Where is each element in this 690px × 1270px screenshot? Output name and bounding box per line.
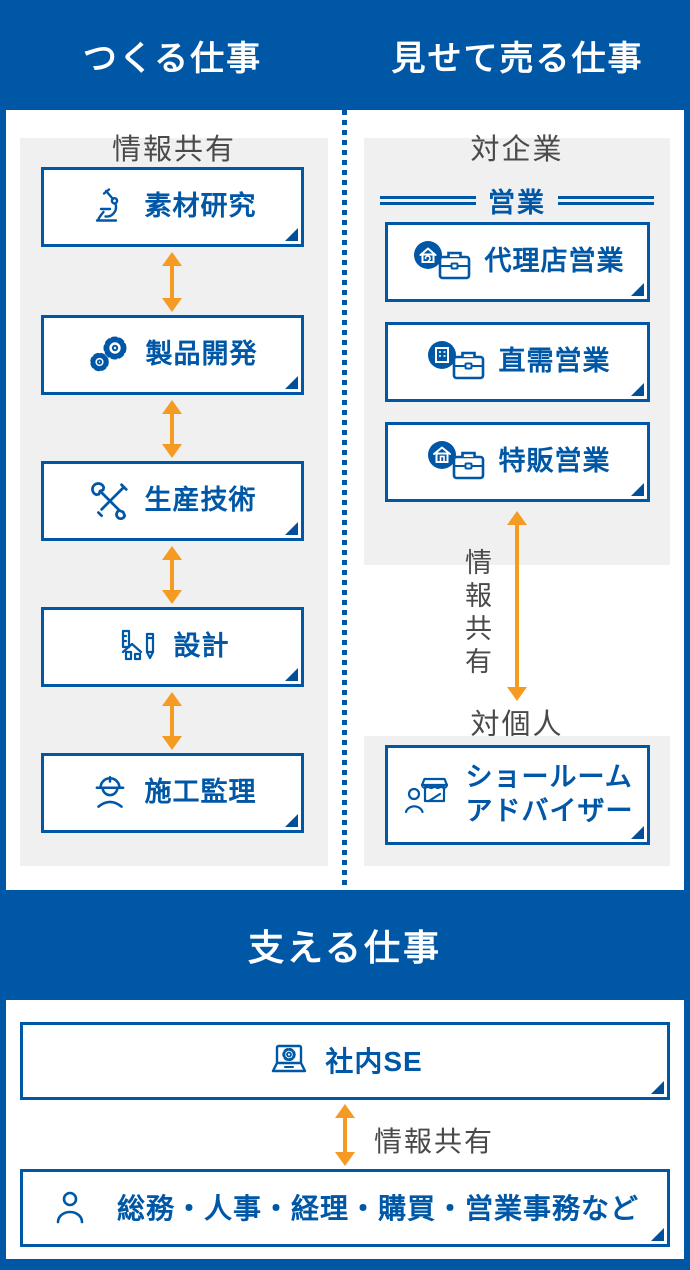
sales-heading-text: 営業 — [488, 188, 546, 218]
job-label: 生産技術 — [144, 485, 257, 516]
double-arrow-icon — [161, 692, 183, 750]
job-box-production-engineering[interactable]: 生産技術 — [41, 461, 304, 541]
corner-triangle-icon — [285, 814, 298, 827]
job-box-agency-sales[interactable]: 代理店営業 — [385, 222, 650, 302]
job-box-special-sales[interactable]: 特販営業 — [385, 422, 650, 502]
job-box-internal-se[interactable]: 社内SE — [20, 1022, 670, 1100]
corner-triangle-icon — [631, 483, 644, 496]
job-label: 社内SE — [325, 1045, 423, 1077]
job-label: ショールーム アドバイザー — [466, 761, 634, 829]
corner-triangle-icon — [285, 376, 298, 389]
show-sell-jobs-title: 見せて売る仕事 — [391, 39, 644, 78]
job-label-line1: ショールーム — [465, 762, 633, 793]
double-arrow-icon — [161, 546, 183, 604]
job-box-material-research[interactable]: 素材研究 — [41, 167, 304, 247]
double-arrow-icon — [506, 511, 528, 701]
job-box-design[interactable]: 設計 — [41, 607, 304, 687]
double-arrow-icon — [161, 400, 183, 458]
job-box-product-development[interactable]: 製品開発 — [41, 315, 304, 395]
sales-heading: 営業 — [376, 181, 658, 220]
building-briefcase-icon — [425, 339, 489, 385]
double-rule-right — [558, 196, 654, 205]
double-arrow-icon — [161, 252, 183, 312]
top-header: つくる仕事 見せて売る仕事 — [0, 0, 690, 110]
double-rule-left — [380, 196, 476, 205]
microscope-icon — [89, 187, 131, 227]
individual-label: 対個人 — [470, 709, 564, 741]
double-arrow-icon — [334, 1104, 356, 1166]
job-label: 直需営業 — [498, 346, 611, 377]
frame-left — [0, 110, 6, 1270]
gears-icon — [88, 334, 132, 376]
corner-triangle-icon — [651, 1228, 664, 1241]
frame-bottom — [0, 1259, 690, 1270]
showroom-person-icon — [402, 772, 454, 818]
corner-triangle-icon — [631, 383, 644, 396]
support-title: 支える仕事 — [248, 927, 442, 968]
support-band: 支える仕事 — [0, 890, 690, 1000]
job-label: 素材研究 — [144, 191, 257, 222]
agency-briefcase-icon — [411, 239, 475, 285]
dotted-divider — [342, 110, 347, 890]
job-label-line2: アドバイザー — [465, 796, 634, 826]
make-jobs-title: つくる仕事 — [82, 39, 263, 78]
house-briefcase-icon — [425, 439, 489, 485]
laptop-gear-icon — [267, 1041, 311, 1081]
frame-right — [684, 110, 690, 1270]
job-label: 製品開発 — [145, 339, 258, 370]
drafting-icon — [116, 626, 160, 668]
job-box-showroom-advisor[interactable]: ショールーム アドバイザー — [385, 745, 650, 845]
sell-share-label: 情報共有 — [461, 548, 491, 680]
corner-triangle-icon — [631, 283, 644, 296]
support-share-label: 情報共有 — [374, 1126, 495, 1157]
job-label: 総務・人事・経理・購買・営業事務など — [116, 1192, 639, 1224]
person-icon — [51, 1188, 89, 1228]
helmet-icon — [89, 772, 131, 814]
corporate-label: 対企業 — [470, 134, 564, 166]
corner-triangle-icon — [285, 228, 298, 241]
corner-triangle-icon — [651, 1081, 664, 1094]
corner-triangle-icon — [631, 826, 644, 839]
tools-icon — [89, 480, 131, 522]
job-label: 特販営業 — [498, 446, 611, 477]
job-label: 代理店営業 — [484, 246, 625, 277]
job-label: 設計 — [173, 631, 230, 662]
job-box-direct-sales[interactable]: 直需営業 — [385, 322, 650, 402]
corner-triangle-icon — [285, 522, 298, 535]
job-box-back-office[interactable]: 総務・人事・経理・購買・営業事務など — [20, 1169, 670, 1247]
job-label: 施工監理 — [144, 777, 257, 808]
job-box-construction-supervision[interactable]: 施工監理 — [41, 753, 304, 833]
make-share-label: 情報共有 — [111, 134, 236, 166]
corner-triangle-icon — [285, 668, 298, 681]
